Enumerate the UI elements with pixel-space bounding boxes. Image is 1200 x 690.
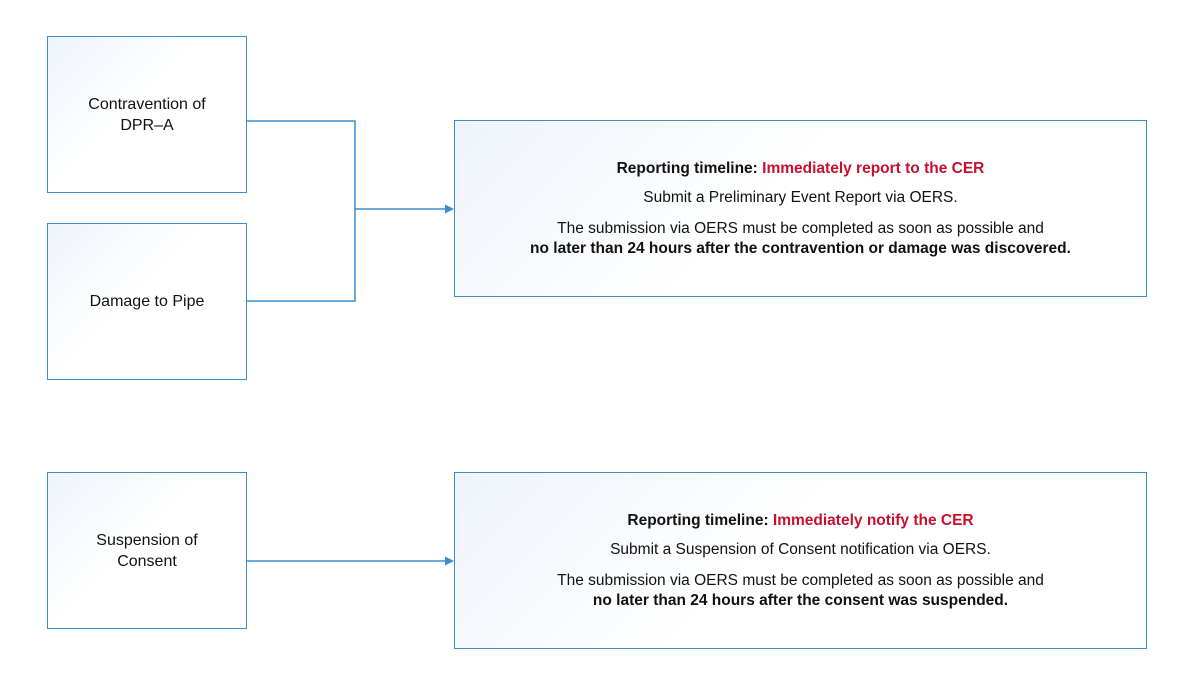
report-deadline-line1: The submission via OERS must be complete… xyxy=(557,219,1044,237)
report-deadline-line2: no later than 24 hours after the contrav… xyxy=(530,239,1071,257)
report-timeline-box: Reporting timeline: Immediately report t… xyxy=(454,120,1147,297)
notify-timeline-heading: Reporting timeline: Immediately notify t… xyxy=(627,511,974,529)
report-timeline-value: Immediately report to the CER xyxy=(762,159,985,177)
notify-deadline-line1: The submission via OERS must be complete… xyxy=(557,571,1044,589)
notify-timeline-box: Reporting timeline: Immediately notify t… xyxy=(454,472,1147,649)
contravention-connector xyxy=(247,120,356,302)
notify-arrowhead xyxy=(445,556,454,566)
damage-to-pipe-label: Damage to Pipe xyxy=(89,293,205,310)
notify-instruction: Submit a Suspension of Consent notificat… xyxy=(610,540,991,558)
damage-to-pipe-box: Damage to Pipe xyxy=(47,223,247,380)
contravention-box: Contravention of DPR–A xyxy=(47,36,247,193)
report-arrowhead xyxy=(445,204,454,214)
notify-deadline-line2: no later than 24 hours after the consent… xyxy=(592,591,1009,609)
report-timeline-heading: Reporting timeline: Immediately report t… xyxy=(616,159,985,177)
contravention-label: Contravention of DPR–A xyxy=(88,95,206,134)
suspension-of-consent-label: Suspension of Consent xyxy=(96,531,198,570)
report-instruction: Submit a Preliminary Event Report via OE… xyxy=(643,188,958,206)
notify-timeline-value: Immediately notify the CER xyxy=(772,511,974,529)
suspension-of-consent-box: Suspension of Consent xyxy=(47,472,247,629)
